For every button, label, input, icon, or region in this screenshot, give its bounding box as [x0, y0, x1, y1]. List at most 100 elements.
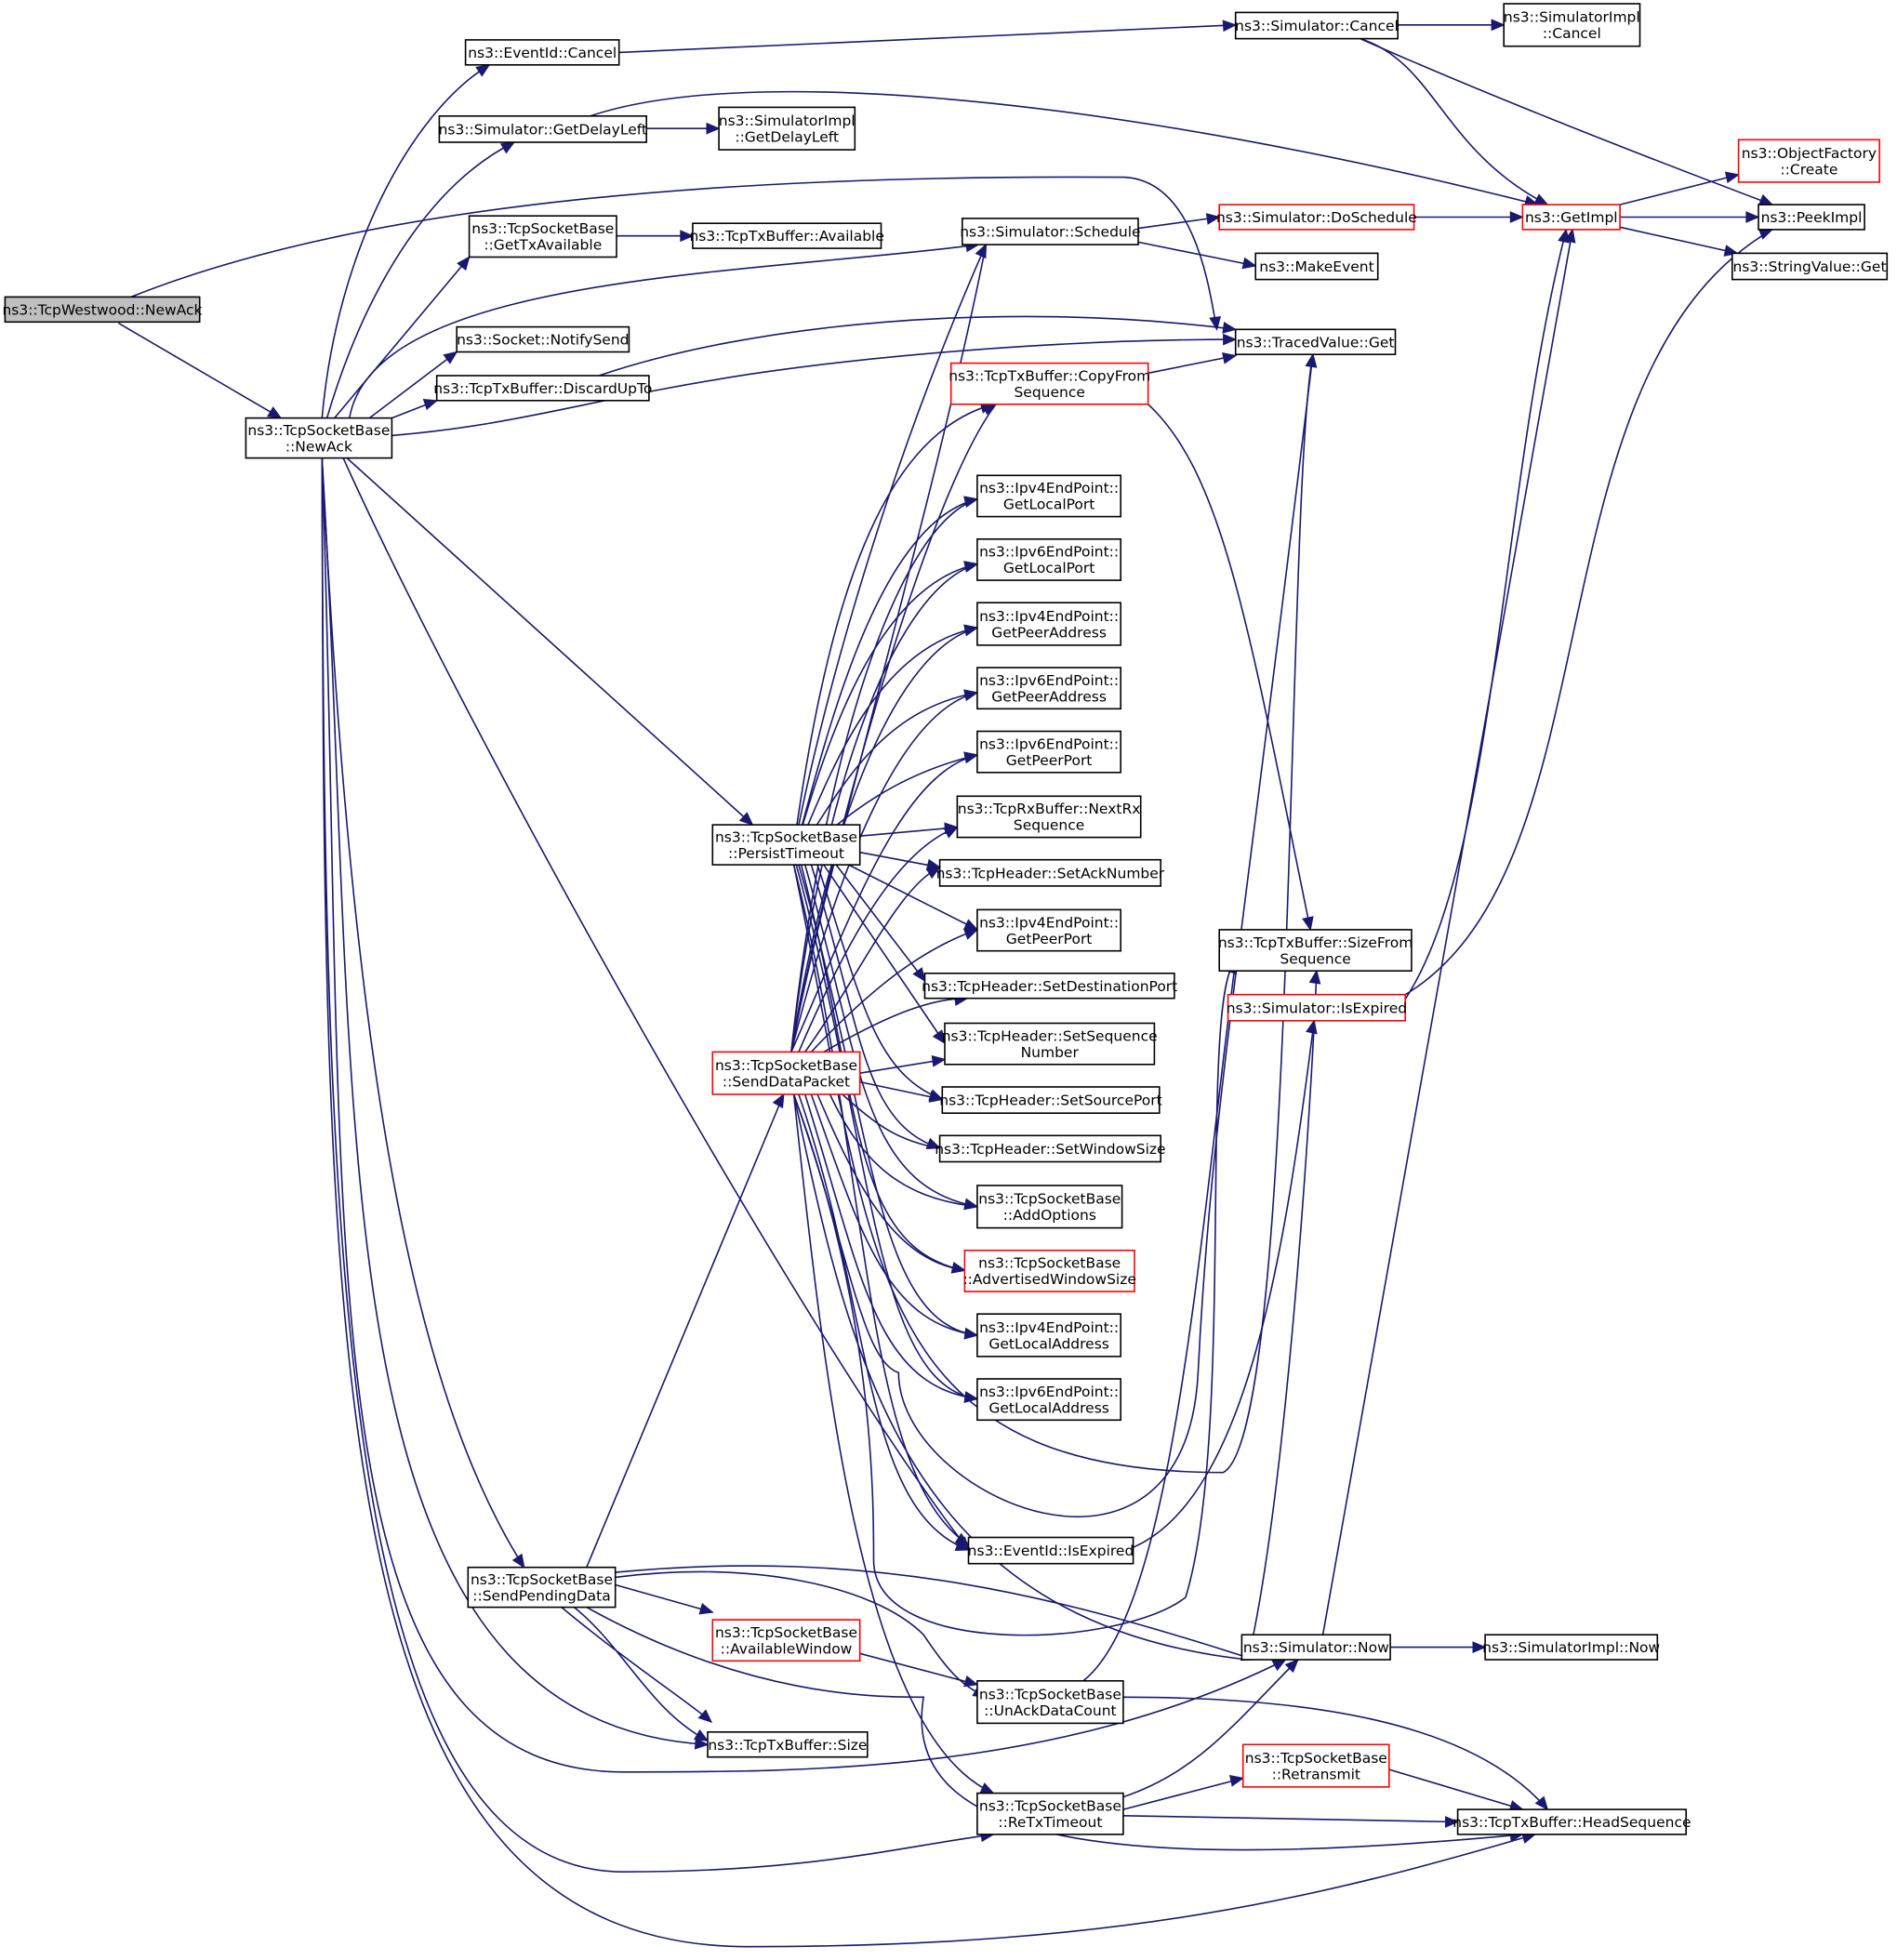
node-box: [1737, 139, 1880, 183]
edge-arrowhead: [1491, 19, 1506, 32]
edge-arrowhead: [963, 751, 979, 764]
node-unackdatacount[interactable]: ns3::TcpSocketBase::UnAckDataCount: [976, 1680, 1124, 1725]
node-ipv4-getlocaladdress[interactable]: ns3::Ipv4EndPoint::GetLocalAddress: [976, 1313, 1122, 1357]
node-senddatapacket[interactable]: ns3::TcpSocketBase::SendDataPacket: [711, 1051, 861, 1095]
call-edge: [790, 498, 978, 1053]
node-advertisedwindowsize[interactable]: ns3::TcpSocketBase::AdvertisedWindowSize: [962, 1250, 1136, 1292]
node-sendpendingdata[interactable]: ns3::TcpSocketBase::SendPendingData: [467, 1566, 617, 1609]
call-edge: [859, 1652, 978, 1686]
call-edge: [391, 338, 1236, 437]
call-edge: [573, 1606, 709, 1741]
node-label: ::UnAckDataCount: [984, 1702, 1116, 1719]
call-edge: [1360, 37, 1548, 205]
node-simulatorimpl-cancel[interactable]: ns3::SimulatorImpl::Cancel: [1503, 3, 1641, 47]
node-box: [976, 1680, 1124, 1725]
node-box: [468, 215, 617, 258]
node-box: [956, 795, 1142, 839]
call-edges: [118, 19, 1774, 1948]
node-simulatorimpl-getdelayleft[interactable]: ns3::SimulatorImpl::GetDelayLeft: [718, 106, 856, 151]
edge-arrowhead: [443, 351, 458, 364]
node-simulator-cancel[interactable]: ns3::Simulator::Cancel: [1234, 11, 1399, 40]
node-label: GetPeerAddress: [991, 624, 1107, 641]
node-txbuffer-discardupto[interactable]: ns3::TcpTxBuffer::DiscardUpTo: [433, 375, 652, 402]
edge-arrowhead: [963, 689, 979, 702]
node-makeevent[interactable]: ns3::MakeEvent: [1254, 252, 1379, 281]
node-ipv6-getlocalport[interactable]: ns3::Ipv6EndPoint::GetLocalPort: [976, 537, 1122, 581]
call-edge: [598, 315, 1236, 377]
node-label: ns3::TracedValue::Get: [1237, 334, 1395, 351]
edge-arrowhead: [979, 1782, 995, 1794]
edge-arrowhead: [475, 63, 491, 77]
node-label: Sequence: [1014, 817, 1084, 834]
call-edge: [321, 457, 994, 1874]
node-box: [1254, 252, 1379, 281]
node-header-setsourceport[interactable]: ns3::TcpHeader::SetSourcePort: [939, 1086, 1162, 1115]
node-label: ns3::Ipv4EndPoint::: [979, 914, 1119, 931]
edge-arrowhead: [963, 1391, 979, 1403]
node-label: GetLocalPort: [1003, 497, 1095, 513]
node-westwood-newack[interactable]: ns3::TcpWestwood::NewAck: [2, 296, 203, 324]
call-edge: [798, 1093, 969, 1551]
call-edge: [859, 1058, 946, 1074]
node-box: [976, 537, 1122, 581]
node-peekimpl[interactable]: ns3::PeekImpl: [1758, 204, 1865, 231]
edge-arrowhead: [1509, 211, 1524, 223]
node-label: ns3::Ipv6EndPoint::: [979, 544, 1119, 561]
node-ipv4-getlocalport[interactable]: ns3::Ipv4EndPoint::GetLocalPort: [976, 474, 1122, 518]
node-header-setdestinationport[interactable]: ns3::TcpHeader::SetDestinationPort: [922, 973, 1177, 1000]
node-txbuffer-size[interactable]: ns3::TcpTxBuffer::Size: [707, 1731, 869, 1758]
node-header-setwindowsize[interactable]: ns3::TcpHeader::SetWindowSize: [935, 1134, 1166, 1163]
call-edge: [804, 867, 940, 1053]
call-edge: [349, 244, 979, 418]
node-socket-notifysend[interactable]: ns3::Socket::NotifySend: [456, 325, 630, 353]
node-box: [962, 218, 1139, 245]
edge-arrowhead: [963, 561, 979, 573]
node-getimpl[interactable]: ns3::GetImpl: [1521, 204, 1621, 231]
node-addoptions[interactable]: ns3::TcpSocketBase::AddOptions: [976, 1185, 1123, 1229]
node-simulator-getdelayleft[interactable]: ns3::Simulator::GetDelayLeft: [439, 115, 647, 143]
node-simulatorimpl-now[interactable]: ns3::SimulatorImpl::Now: [1482, 1634, 1661, 1661]
node-stringvalue-get[interactable]: ns3::StringValue::Get: [1731, 252, 1889, 281]
node-ipv6-getpeerport[interactable]: ns3::Ipv6EndPoint::GetPeerPort: [976, 730, 1122, 774]
node-header-setacknumber[interactable]: ns3::TcpHeader::SetAckNumber: [936, 858, 1165, 887]
call-edge: [792, 971, 1318, 1661]
node-txbuffer-headsequence[interactable]: ns3::TcpTxBuffer::HeadSequence: [1453, 1808, 1691, 1835]
node-box: [923, 973, 1175, 1000]
node-label: ns3::TcpTxBuffer::Size: [708, 1737, 867, 1754]
node-availablewindow[interactable]: ns3::TcpSocketBase::AvailableWindow: [711, 1619, 861, 1662]
node-ipv4-getpeeraddress[interactable]: ns3::Ipv4EndPoint::GetPeerAddress: [976, 602, 1122, 646]
call-edge: [842, 1093, 940, 1149]
call-edge: [803, 1093, 978, 1400]
node-persisttimeout[interactable]: ns3::TcpSocketBase::PersistTimeout: [711, 824, 861, 866]
node-objectfactory-create[interactable]: ns3::ObjectFactory::Create: [1737, 139, 1880, 183]
node-retxtimeout[interactable]: ns3::TcpSocketBase::ReTxTimeout: [976, 1792, 1124, 1835]
node-gettxavailable[interactable]: ns3::TcpSocketBase::GetTxAvailable: [468, 215, 617, 258]
node-ipv4-getpeerport[interactable]: ns3::Ipv4EndPoint::GetPeerPort: [976, 908, 1122, 952]
edge-arrowhead: [698, 1603, 714, 1615]
edge-arrowhead: [1222, 20, 1238, 33]
node-retransmit[interactable]: ns3::TcpSocketBase::Retransmit: [1241, 1743, 1390, 1788]
call-edge: [1388, 1768, 1523, 1810]
call-edge: [1360, 37, 1773, 205]
node-label: ns3::SimulatorImpl: [719, 113, 856, 129]
node-eventid-isexpired[interactable]: ns3::EventId::IsExpired: [968, 1536, 1134, 1565]
node-simulator-schedule[interactable]: ns3::Simulator::Schedule: [960, 218, 1141, 245]
edge-arrowhead: [1223, 333, 1238, 346]
node-box: [1218, 929, 1413, 973]
node-simulator-isexpired[interactable]: ns3::Simulator::IsExpired: [1227, 993, 1407, 1022]
node-tracedvalue-get[interactable]: ns3::TracedValue::Get: [1234, 328, 1397, 355]
node-simulator-now[interactable]: ns3::Simulator::Now: [1240, 1634, 1391, 1661]
call-edge: [321, 457, 1536, 1948]
node-ipv6-getpeeraddress[interactable]: ns3::Ipv6EndPoint::GetPeerAddress: [976, 667, 1122, 710]
node-simulator-doschedule[interactable]: ns3::Simulator::DoSchedule: [1216, 204, 1417, 231]
node-label: GetLocalAddress: [988, 1335, 1109, 1352]
node-tcpsocketbase-newack[interactable]: ns3::TcpSocketBase::NewAck: [245, 417, 393, 459]
node-eventid-cancel[interactable]: ns3::EventId::Cancel: [464, 39, 620, 66]
call-edge: [829, 1093, 977, 1208]
node-ipv6-getlocaladdress[interactable]: ns3::Ipv6EndPoint::GetLocalAddress: [976, 1378, 1122, 1422]
node-txbuffer-available[interactable]: ns3::TcpTxBuffer::Available: [689, 222, 884, 249]
